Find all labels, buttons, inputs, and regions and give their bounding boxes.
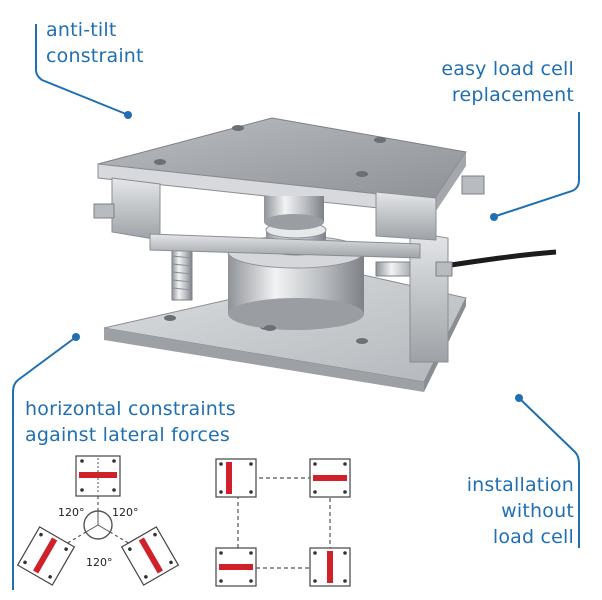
constraint-mount-right xyxy=(120,526,180,586)
callout-text-line: installation xyxy=(466,474,574,496)
constraint-mount-left xyxy=(16,526,76,586)
angle-label-right: 120° xyxy=(112,506,139,519)
callout-text-line: constraint xyxy=(46,45,144,67)
constraint-mount-bottom-left xyxy=(215,547,257,587)
callout-line-installation xyxy=(515,394,580,548)
callout-line-easy-replacement xyxy=(490,112,580,221)
callout-text-line: easy load cell xyxy=(441,58,574,80)
callout-text-line: horizontal constraints xyxy=(25,398,236,420)
callout-horizontal-constraints: horizontal constraints against lateral f… xyxy=(25,396,236,448)
angle-label-bottom: 120° xyxy=(86,556,113,569)
callout-text-line: load cell xyxy=(492,526,574,548)
callout-text-line: replacement xyxy=(451,84,574,106)
callout-text-line: anti-tilt xyxy=(46,19,117,41)
diagram-three-point: 120° 120° 120° xyxy=(16,455,180,586)
callout-line-horizontal xyxy=(12,333,80,590)
mounting-kit-image xyxy=(93,117,557,392)
constraint-mount-top xyxy=(75,455,121,497)
constraint-mount-top-left xyxy=(215,458,257,498)
diagram-four-point xyxy=(215,458,351,587)
callout-line-anti-tilt xyxy=(35,24,132,119)
callout-installation-without-load-cell: installation without load cell xyxy=(467,472,574,550)
callout-anti-tilt-constraint: anti-tilt constraint xyxy=(46,17,144,69)
angle-label-left: 120° xyxy=(58,506,85,519)
callout-text-line: against lateral forces xyxy=(25,424,231,446)
callout-easy-load-cell-replacement: easy load cell replacement xyxy=(441,56,574,108)
constraint-mount-bottom-right xyxy=(309,547,351,587)
constraint-mount-top-right xyxy=(309,458,351,498)
callout-text-line: without xyxy=(501,500,574,522)
